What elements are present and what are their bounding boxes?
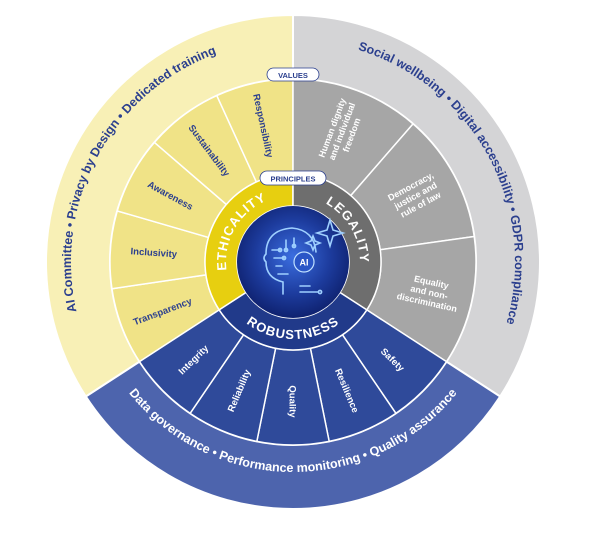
svg-text:VALUES: VALUES (278, 71, 308, 80)
ai-badge: AI (300, 258, 309, 268)
pillars-ring (204, 173, 382, 351)
ai-center-emblem: AI (237, 206, 349, 318)
legality-principle-label: Equalityand non-discrimination (396, 271, 463, 314)
ethicality-principle-label: Inclusivity (130, 246, 178, 260)
ai-head-circuit-icon (263, 217, 346, 295)
svg-text:PRINCIPLES: PRINCIPLES (270, 174, 315, 183)
principles-ring (109, 78, 477, 446)
values-tag: VALUES (266, 67, 320, 82)
principles-tag: PRINCIPLES (259, 170, 327, 186)
robustness-principle-label: Quality (287, 385, 298, 418)
